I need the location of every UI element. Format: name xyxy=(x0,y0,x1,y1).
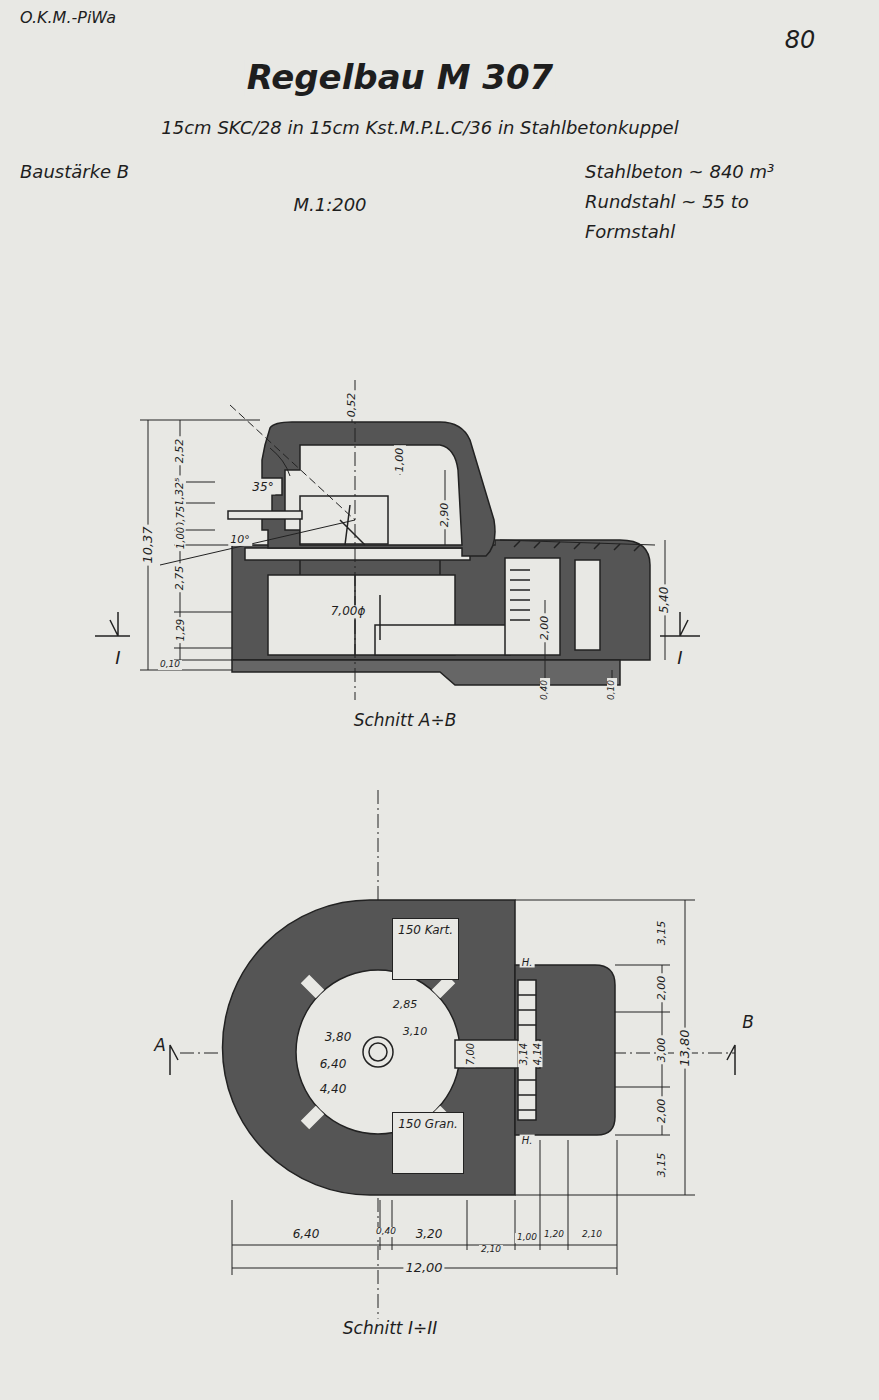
dimension-label: 1,29 xyxy=(175,617,186,643)
dimension-label: 1,00 xyxy=(394,446,406,475)
ammo-room: 150 Gran. xyxy=(392,1112,464,1174)
header-note: 80 xyxy=(783,27,818,53)
dimension-label: Schnitt I÷II xyxy=(341,1319,439,1338)
dimension-label: H. xyxy=(520,957,535,968)
dimension-label: 2,10 xyxy=(479,1245,503,1255)
dimension-label: 35° xyxy=(250,481,275,494)
dimension-label: 2,85 xyxy=(391,999,420,1011)
dimension-label: 0,10 xyxy=(607,678,617,702)
dimension-label: 1,00 xyxy=(175,525,186,551)
dimension-label: 1,00 xyxy=(515,1233,539,1243)
header-note: Formstahl xyxy=(583,222,677,242)
section-marker: I xyxy=(675,648,684,668)
dimension-label: 2,52 xyxy=(174,437,186,466)
header-note: Stahlbeton ~ 840 m³ xyxy=(583,162,776,182)
section-marker: B xyxy=(740,1013,756,1032)
dimension-label: 2,90 xyxy=(439,501,451,530)
dimension-label: Schnitt A÷B xyxy=(352,711,459,730)
dimension-label: 3,14 xyxy=(518,1041,529,1067)
dimension-label: 0,40 xyxy=(540,678,550,702)
dimension-label: 6,40 xyxy=(291,1228,322,1241)
dimension-label: 3,15 xyxy=(656,919,668,948)
dimension-label: 2,75 xyxy=(174,564,186,593)
dimension-label: 0,52 xyxy=(346,391,358,420)
dimension-label: 0,10 xyxy=(158,660,182,670)
dimension-label: 3,10 xyxy=(401,1026,430,1038)
header-note: M.1:200 xyxy=(291,195,368,215)
room-label: 150 Gran. xyxy=(397,1117,459,1131)
dimension-label: 4,14 xyxy=(532,1041,543,1067)
dimension-label: 3,00 xyxy=(656,1036,668,1065)
header-note: Rundstahl ~ 55 to xyxy=(583,192,751,212)
section-marker: I xyxy=(113,648,122,668)
dimension-label: 2,00 xyxy=(539,614,551,643)
dimension-label: 2,00 xyxy=(656,1097,668,1126)
dimension-label: 10° xyxy=(228,534,252,546)
header-note: 15cm SKC/28 in 15cm Kst.M.P.L.C/36 in St… xyxy=(159,118,680,138)
room-label: 150 Kart. xyxy=(397,923,454,937)
section-marker: A xyxy=(152,1036,168,1055)
drawing-title: Regelbau M 307 xyxy=(245,59,556,96)
dimension-label: 4,40 xyxy=(318,1083,349,1096)
dimension-label: 3,20 xyxy=(414,1228,445,1241)
dimension-label: 12,00 xyxy=(403,1261,444,1275)
dimension-label: 7,00ϕ xyxy=(329,605,368,618)
dimension-label: 3,15 xyxy=(656,1151,668,1180)
dimension-label: 5,40 xyxy=(658,585,671,616)
header-note: O.K.M.-PiWa xyxy=(18,9,118,27)
ammo-room: 150 Kart. xyxy=(392,918,459,980)
dimension-label: H. xyxy=(520,1135,535,1146)
dimension-label: 2,10 xyxy=(580,1230,604,1240)
dimension-label: 6,40 xyxy=(318,1058,349,1071)
dimension-label: 2,00 xyxy=(656,974,668,1003)
dimension-label: 3,80 xyxy=(323,1031,354,1044)
header-note: Baustärke B xyxy=(18,162,131,182)
dimension-label: 13,80 xyxy=(678,1027,692,1068)
dimension-label: 7,00 xyxy=(465,1041,476,1067)
dimension-label: 10,37 xyxy=(141,524,155,565)
dimension-label: 1,20 xyxy=(542,1230,566,1240)
dimension-label: 0,40 xyxy=(374,1227,398,1237)
